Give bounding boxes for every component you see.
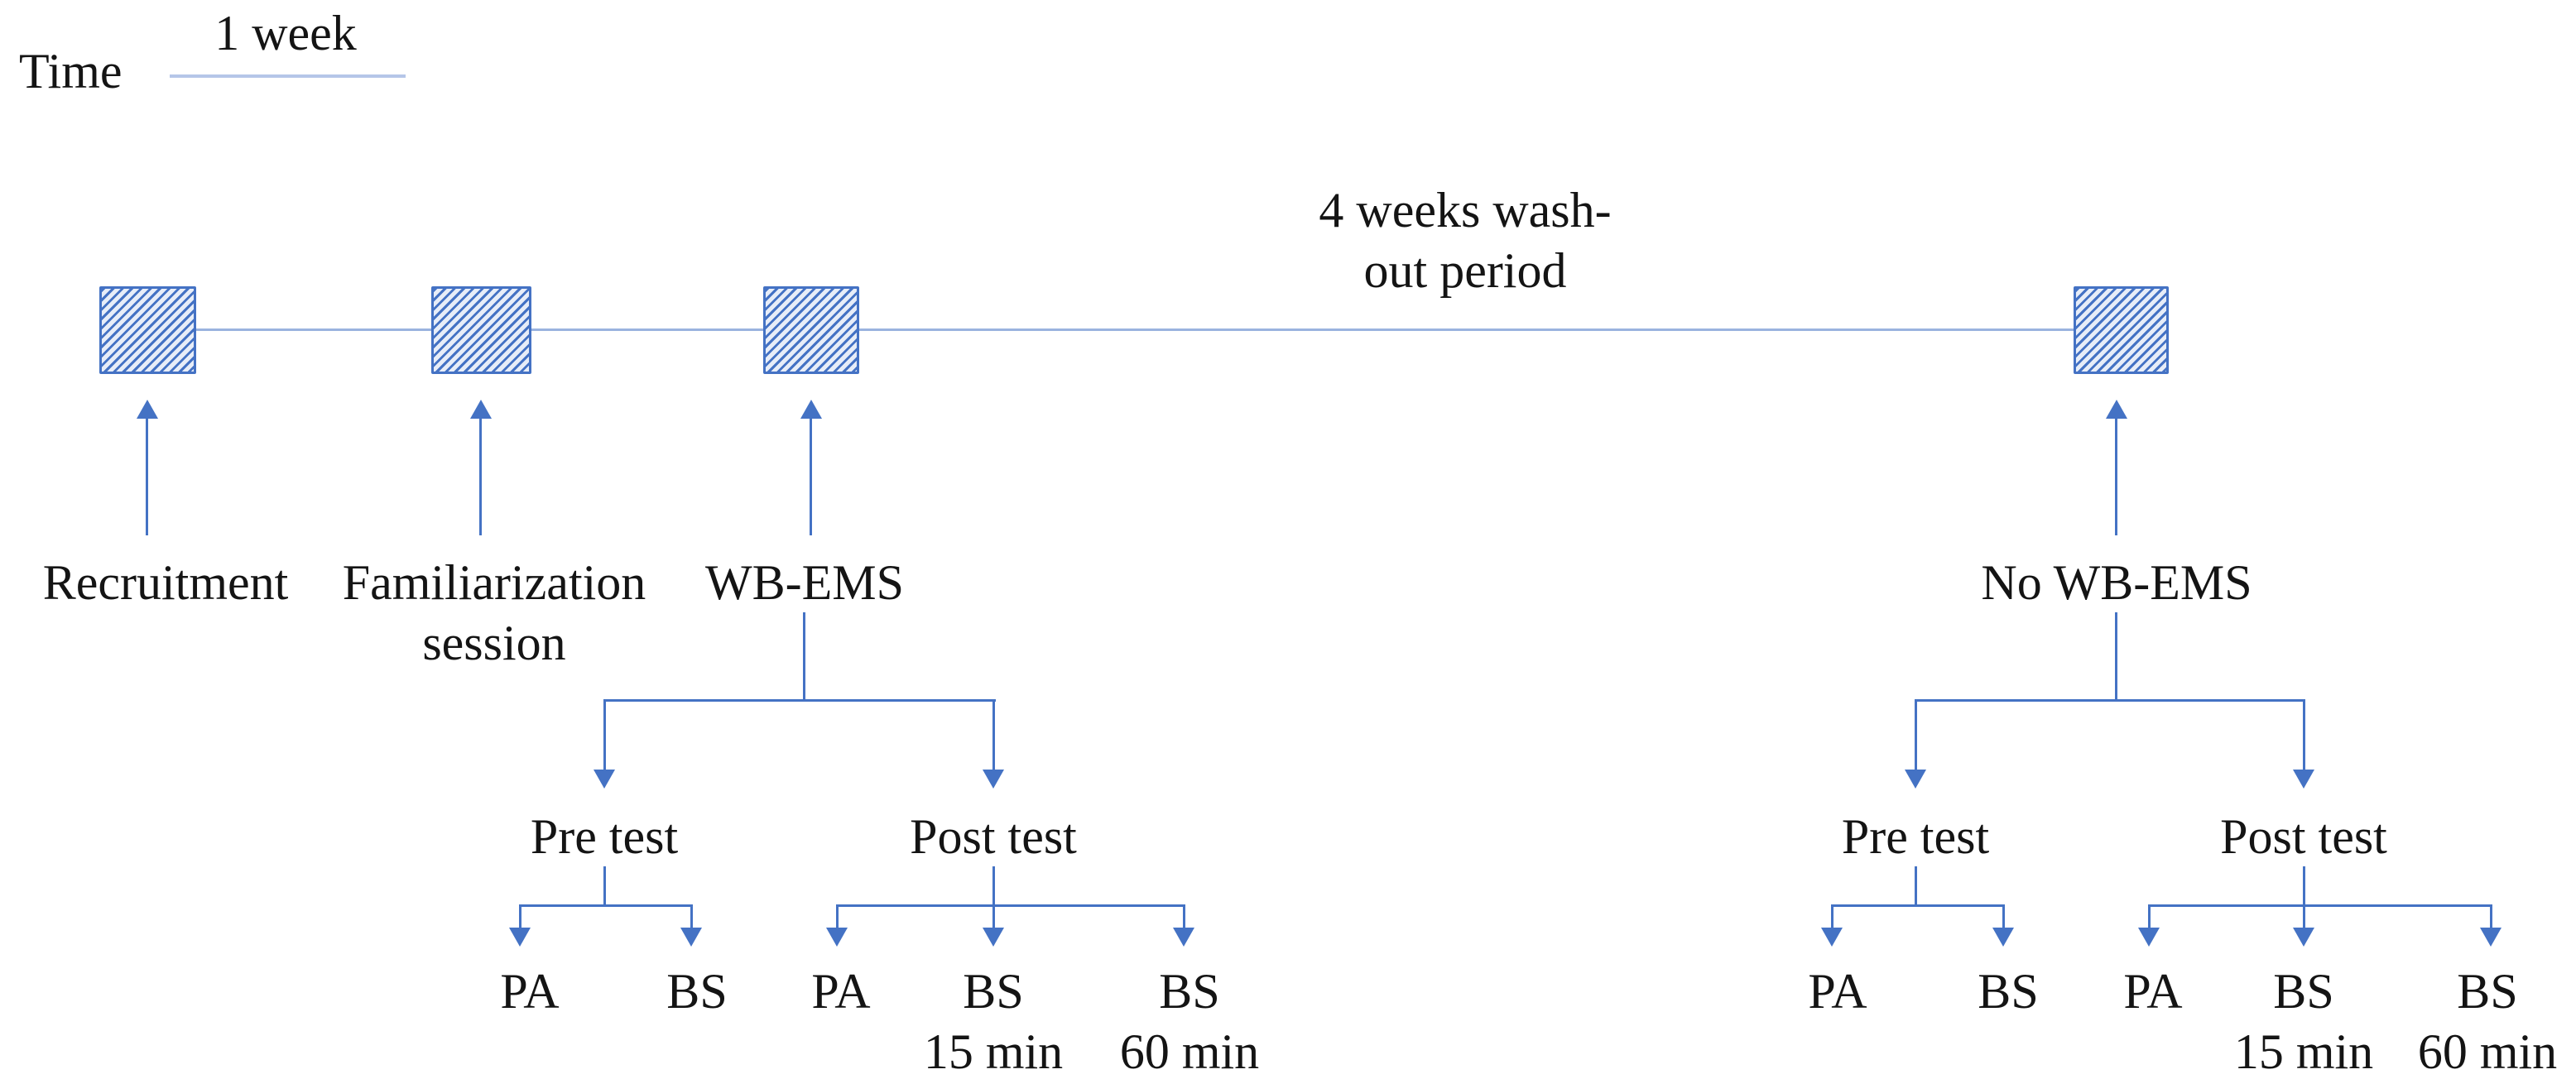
leaf-bar bbox=[1831, 904, 2005, 907]
arrow-down-icon bbox=[983, 928, 1004, 947]
timeline-box-no-wbems bbox=[2074, 286, 2169, 374]
branch-line bbox=[2303, 699, 2305, 770]
leaf-label: BS 60 min bbox=[1120, 962, 1259, 1079]
arrow-up-stem bbox=[146, 418, 148, 535]
arrow-up-icon bbox=[137, 400, 158, 419]
leaf-label: PA bbox=[1808, 962, 1867, 1022]
washout-label: 4 weeks wash- out period bbox=[1319, 180, 1611, 301]
event-label-recruitment: Recruitment bbox=[42, 555, 289, 610]
leaf-label: PA bbox=[2123, 962, 2182, 1022]
event-label-familiarization: Familiarization session bbox=[343, 553, 646, 674]
arrow-down-icon bbox=[1821, 928, 1843, 947]
leaf-line2: 60 min bbox=[2417, 1024, 2558, 1079]
timeline-box-recruitment bbox=[99, 286, 196, 374]
leaf-label: BS bbox=[666, 962, 727, 1022]
leaf-bar bbox=[519, 904, 693, 907]
timeline-line bbox=[147, 328, 2121, 331]
leaf-line1: BS bbox=[1159, 964, 1220, 1019]
arrow-down-icon bbox=[594, 770, 615, 789]
leaf-line2: 60 min bbox=[1119, 1024, 1260, 1079]
arrow-up-stem bbox=[810, 418, 812, 535]
arrow-up-stem bbox=[479, 418, 482, 535]
scale-bar bbox=[170, 74, 406, 78]
leaf-line1: PA bbox=[2123, 964, 2183, 1019]
event-label-wbems: WB-EMS bbox=[705, 555, 904, 610]
leaf-line1: BS bbox=[666, 964, 728, 1019]
branch-line bbox=[992, 699, 995, 770]
leaf-line bbox=[1183, 904, 1185, 928]
group-tbar bbox=[1915, 699, 2305, 702]
washout-line2: out period bbox=[1363, 243, 1567, 299]
group-tbar bbox=[603, 699, 996, 702]
branch-line bbox=[603, 699, 606, 770]
branch-label-pretest: Pre test bbox=[530, 809, 679, 864]
leaf-line1: PA bbox=[1808, 964, 1867, 1019]
arrow-down-icon bbox=[983, 770, 1004, 789]
leaf-line1: PA bbox=[811, 964, 871, 1019]
time-axis-label: Time bbox=[19, 44, 123, 98]
arrow-down-icon bbox=[1905, 770, 1926, 789]
arrow-up-stem bbox=[2115, 418, 2117, 535]
arrow-down-icon bbox=[1992, 928, 2014, 947]
familiarization-line1: Familiarization bbox=[342, 555, 646, 610]
arrow-down-icon bbox=[2138, 928, 2160, 947]
branch-label-pretest: Pre test bbox=[1841, 809, 1990, 864]
group-stem bbox=[803, 612, 805, 700]
branch-substem bbox=[1915, 866, 1917, 904]
leaf-line bbox=[2002, 904, 2005, 928]
branch-substem bbox=[2303, 866, 2305, 904]
arrow-down-icon bbox=[826, 928, 848, 947]
branch-label-posttest: Post test bbox=[2220, 809, 2387, 864]
timeline-box-wbems bbox=[763, 286, 859, 374]
branch-substem bbox=[603, 866, 606, 904]
washout-line1: 4 weeks wash- bbox=[1319, 183, 1612, 237]
arrow-up-icon bbox=[2106, 400, 2127, 419]
leaf-bar bbox=[2148, 904, 2492, 907]
leaf-line bbox=[2490, 904, 2492, 928]
leaf-line1: BS bbox=[1978, 964, 2039, 1019]
leaf-label: BS 60 min bbox=[2418, 962, 2557, 1079]
leaf-line1: PA bbox=[500, 964, 560, 1019]
branch-substem bbox=[992, 866, 995, 904]
timeline-box-familiarization bbox=[431, 286, 531, 374]
leaf-line bbox=[2148, 904, 2151, 928]
event-label-no-wbems: No WB-EMS bbox=[1981, 555, 2252, 610]
arrow-down-icon bbox=[2293, 928, 2314, 947]
leaf-line bbox=[1831, 904, 1833, 928]
leaf-line bbox=[2303, 904, 2305, 928]
leaf-line1: BS bbox=[2457, 964, 2518, 1019]
leaf-bar bbox=[836, 904, 1185, 907]
arrow-down-icon bbox=[680, 928, 702, 947]
branch-line bbox=[1915, 699, 1917, 770]
leaf-line1: BS bbox=[963, 964, 1024, 1019]
familiarization-line2: session bbox=[422, 616, 566, 671]
arrow-down-icon bbox=[509, 928, 531, 947]
leaf-line bbox=[519, 904, 521, 928]
leaf-label: BS bbox=[1978, 962, 2038, 1022]
leaf-line bbox=[992, 904, 995, 928]
arrow-up-icon bbox=[800, 400, 822, 419]
leaf-line1: BS bbox=[2273, 964, 2334, 1019]
arrow-up-icon bbox=[470, 400, 492, 419]
leaf-label: BS 15 min bbox=[2234, 962, 2373, 1079]
leaf-label: PA bbox=[811, 962, 870, 1022]
group-stem bbox=[2115, 612, 2117, 700]
branch-label-posttest: Post test bbox=[910, 809, 1077, 864]
arrow-down-icon bbox=[2480, 928, 2502, 947]
scale-label: 1 week bbox=[214, 6, 357, 60]
leaf-label: BS 15 min bbox=[924, 962, 1063, 1079]
leaf-label: PA bbox=[500, 962, 559, 1022]
arrow-down-icon bbox=[1173, 928, 1194, 947]
leaf-line2: 15 min bbox=[923, 1024, 1064, 1079]
arrow-down-icon bbox=[2293, 770, 2314, 789]
leaf-line2: 15 min bbox=[2233, 1024, 2374, 1079]
leaf-line bbox=[690, 904, 693, 928]
leaf-line bbox=[836, 904, 839, 928]
